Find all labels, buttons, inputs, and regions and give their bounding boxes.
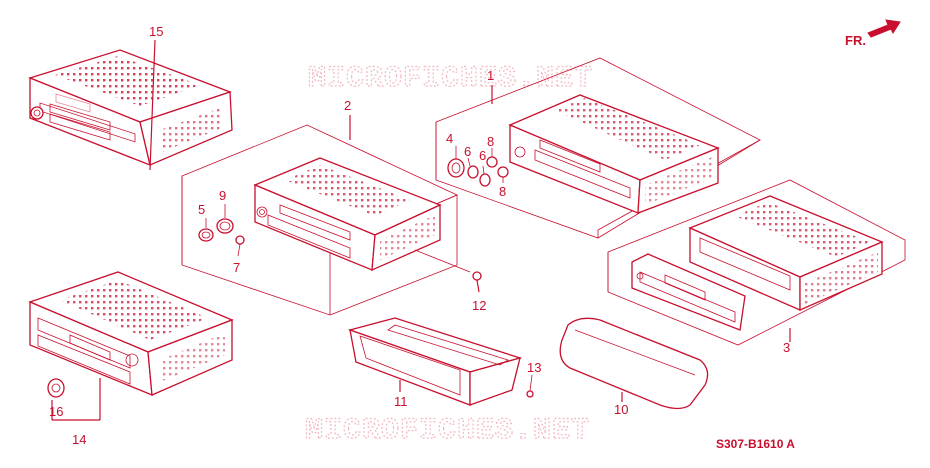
callout-14: 14 [72, 432, 86, 447]
front-direction-indicator: FR. [845, 19, 901, 48]
callout-4: 4 [446, 131, 453, 146]
callout-9: 9 [219, 188, 226, 203]
callout-10: 10 [614, 402, 628, 417]
screw-13: 13 [526, 360, 541, 398]
radio-group-1: 1 4 6 6 8 8 [435, 57, 761, 239]
radio-unit-15: 15 [28, 24, 233, 171]
watermark-bottom: MICROFICHES.NET [305, 414, 590, 448]
radio-group-2: 2 5 9 7 [181, 98, 458, 316]
callout-6b: 6 [479, 148, 486, 163]
callout-1: 1 [487, 68, 494, 83]
front-direction-label: FR. [845, 33, 866, 48]
callout-12: 12 [472, 298, 486, 313]
pocket-11: 11 [347, 317, 523, 409]
screw-12: 12 [414, 249, 486, 313]
radio-unit-14: 14 [28, 271, 234, 447]
callout-16: 16 [49, 404, 63, 419]
callout-8a: 8 [487, 134, 494, 149]
callout-7: 7 [233, 260, 240, 275]
callout-5: 5 [198, 202, 205, 217]
knob-16: 16 [47, 378, 65, 419]
callout-15: 15 [149, 24, 163, 39]
callout-13: 13 [527, 360, 541, 375]
radio-group-3: 3 [607, 179, 906, 355]
callout-6a: 6 [464, 144, 471, 159]
front-arrow-icon [867, 19, 901, 38]
callout-3: 3 [783, 340, 790, 355]
callout-11: 11 [394, 394, 408, 409]
callout-2: 2 [344, 98, 351, 113]
figure-code: S307-B1610 A [716, 437, 795, 451]
lid-10: 10 [559, 317, 709, 417]
watermark-top: MICROFICHES.NET [308, 62, 593, 96]
callout-8b: 8 [499, 184, 506, 199]
